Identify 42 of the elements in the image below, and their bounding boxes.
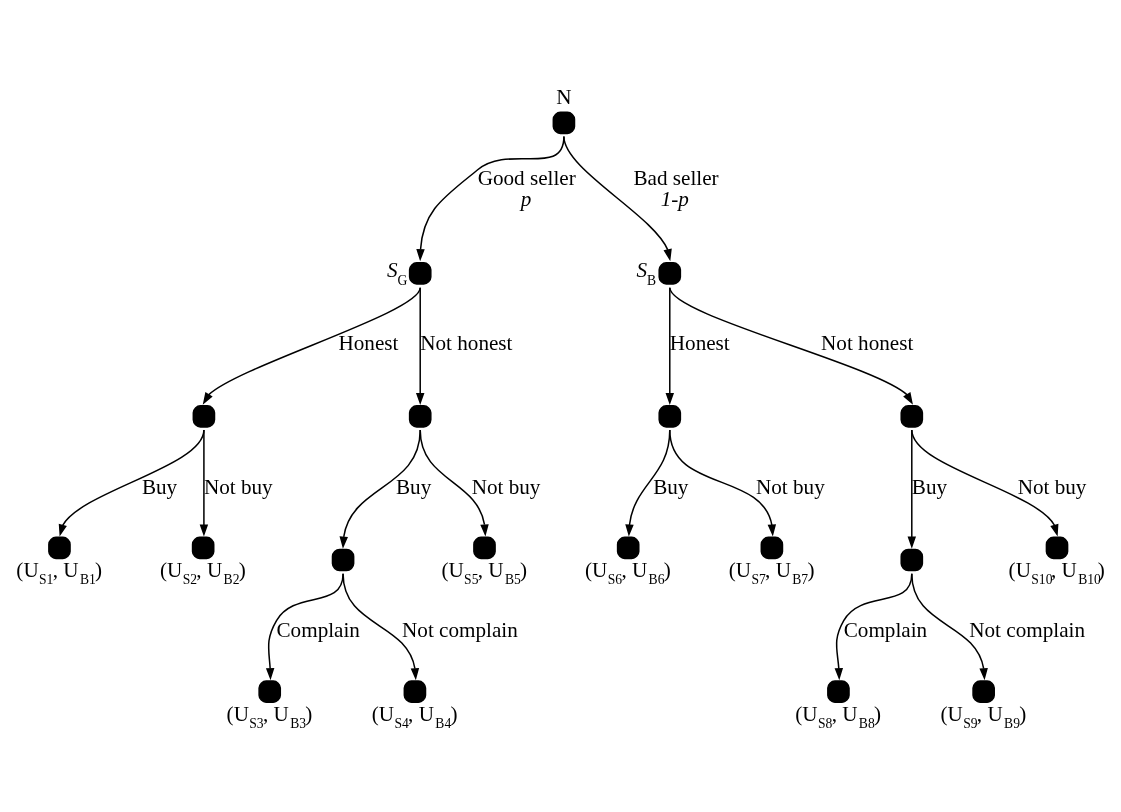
edge-label: Honest: [338, 330, 399, 355]
arrow: [669, 286, 913, 405]
arrow: [911, 428, 1059, 536]
node-label: S$_{B}$: [636, 257, 657, 288]
edge-label: Buy: [911, 474, 948, 499]
edge-label: Not complain: [402, 617, 518, 642]
arrow: [669, 428, 777, 537]
edge-label: Complain: [276, 617, 360, 642]
arrow: [911, 572, 988, 680]
arrow: [202, 286, 421, 405]
edge-label: Not buy: [756, 474, 825, 499]
edge-label: Complain: [843, 617, 928, 642]
arrow: [563, 135, 672, 261]
node-label: (U$_{S3}$, U$_{B3}$): [226, 701, 313, 731]
node-label: (U$_{S6}$, U$_{B6}$): [585, 557, 671, 587]
edge-label: Not honest: [420, 330, 513, 355]
node-label: (U$_{S9}$, U$_{B9}$): [940, 701, 1027, 731]
node-label: (U$_{S10}$, U$_{B10}$): [1008, 557, 1105, 587]
edge-label: Not honest: [821, 330, 914, 355]
node-label: (U$_{S8}$, U$_{B8}$): [795, 701, 882, 731]
edge-label: Buy: [396, 474, 432, 499]
node-label: N: [556, 84, 572, 109]
arrow: [199, 428, 209, 537]
node-label: (U$_{S4}$, U$_{B4}$): [371, 701, 458, 731]
edge-label: Bad seller 1-p: [633, 165, 719, 211]
arrow: [339, 428, 421, 549]
node-label: (U$_{S5}$, U$_{B5}$): [441, 557, 528, 587]
edge-label: Buy: [141, 474, 178, 499]
edge-label: Not buy: [471, 474, 541, 499]
edge-label: Honest: [669, 330, 730, 355]
edge-label: Buy: [653, 474, 689, 499]
arrow: [415, 286, 425, 405]
edge-label: Not buy: [1017, 474, 1087, 499]
edge-label: Good seller p: [477, 165, 576, 211]
arrow: [58, 428, 205, 536]
node-label: (U$_{S2}$, U$_{B2}$): [160, 557, 246, 587]
arrow: [342, 572, 420, 680]
arrow: [419, 428, 489, 537]
node-label: (U$_{S1}$, U$_{B1}$): [16, 557, 103, 587]
edge-label: Not complain: [969, 617, 1086, 642]
node-label: (U$_{S7}$, U$_{B7}$): [728, 557, 815, 587]
node-label: S$_{G}$: [386, 257, 408, 288]
